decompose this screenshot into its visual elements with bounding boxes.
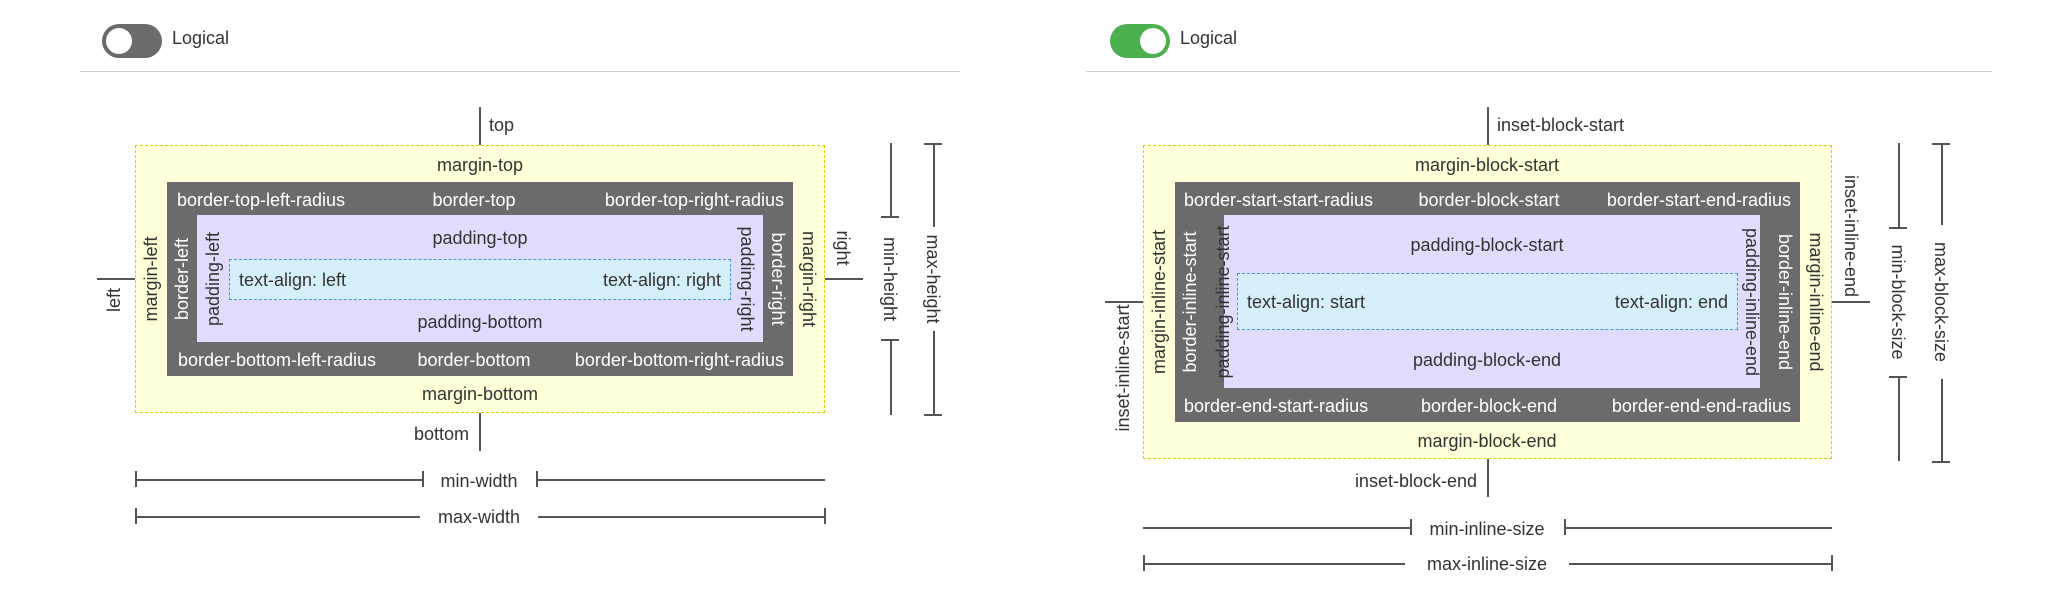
padding-top-label: padding-top <box>432 228 528 248</box>
inset-block-start-label: inset-block-start <box>1497 115 1625 135</box>
min-block-line-top <box>1898 143 1900 227</box>
logical-toggle-switch[interactable] <box>1110 24 1170 58</box>
min-width-label: min-width <box>440 471 518 491</box>
min-height-line-bottom <box>890 339 892 415</box>
max-width-line-left <box>135 516 420 518</box>
logical-toggle-label: Logical <box>1180 28 1238 48</box>
padding-bottom-label: padding-bottom <box>417 312 543 332</box>
border-inline-end-label: border-inline-end <box>1775 233 1795 371</box>
left-inset-line <box>97 278 135 280</box>
border-top-left-radius-label: border-top-left-radius <box>176 190 346 210</box>
border-block-end-label: border-block-end <box>1420 396 1558 416</box>
logical-toggle-label: Logical <box>172 28 230 48</box>
border-end-start-radius-label: border-end-start-radius <box>1184 396 1369 416</box>
inset-inline-end-label: inset-inline-end <box>1841 174 1861 298</box>
border-start-start-radius-label: border-start-start-radius <box>1184 190 1374 210</box>
border-start-end-radius-label: border-start-end-radius <box>1606 190 1791 210</box>
content-text-end-label: text-align: end <box>1614 292 1728 312</box>
top-inset-label: top <box>489 115 515 135</box>
content-text-end-label: text-align: right <box>602 270 721 290</box>
border-block-start-label: border-block-start <box>1418 190 1560 210</box>
min-block-size-label: min-block-size <box>1888 244 1908 360</box>
inset-inline-start-label: inset-inline-start <box>1113 304 1133 432</box>
content-text-start-label: text-align: left <box>239 270 347 290</box>
content-area <box>1237 273 1738 330</box>
min-height-line-top <box>890 143 892 216</box>
max-inline-line-right <box>1569 563 1832 565</box>
margin-inline-end-label: margin-inline-end <box>1806 232 1826 372</box>
right-inset-line <box>825 278 863 280</box>
toggle-knob <box>1140 28 1166 54</box>
content-text-start-label: text-align: start <box>1247 292 1366 312</box>
max-inline-line-left <box>1143 563 1405 565</box>
bottom-inset-label: bottom <box>413 424 469 444</box>
max-width-line-right <box>538 516 825 518</box>
min-block-inner-tick-top <box>1889 227 1907 229</box>
toggle-knob <box>106 28 132 54</box>
left-inset-label: left <box>104 287 124 313</box>
min-height-inner-tick-top <box>881 216 899 218</box>
margin-left-label: margin-left <box>141 236 161 322</box>
bottom-inset-line <box>479 413 481 451</box>
min-inline-size-label: min-inline-size <box>1429 519 1545 539</box>
header-divider <box>1086 71 1992 72</box>
max-height-line-bottom <box>933 331 935 415</box>
margin-inline-start-label: margin-inline-start <box>1149 229 1169 375</box>
max-height-end-tick <box>924 414 942 416</box>
padding-block-start-label: padding-block-start <box>1410 235 1564 255</box>
min-width-inner-tick-left <box>422 471 424 487</box>
margin-top-label: margin-top <box>436 155 524 175</box>
min-inline-inner-tick-left <box>1410 519 1412 535</box>
max-block-end-tick <box>1932 461 1950 463</box>
inset-block-start-line <box>1487 107 1489 145</box>
border-top-right-radius-label: border-top-right-radius <box>604 190 784 210</box>
inset-inline-start-line <box>1105 301 1143 303</box>
inset-block-end-label: inset-block-end <box>1354 471 1477 491</box>
border-left-label: border-left <box>172 237 192 321</box>
max-block-size-label: max-block-size <box>1931 241 1951 363</box>
padding-left-label: padding-left <box>203 231 223 327</box>
inset-inline-end-line <box>1832 301 1870 303</box>
top-inset-line <box>479 107 481 145</box>
border-bottom-label: border-bottom <box>417 350 531 370</box>
max-inline-end-tick <box>1831 555 1833 571</box>
border-bottom-left-radius-label: border-bottom-left-radius <box>177 350 377 370</box>
padding-inline-start-label: padding-inline-start <box>1213 225 1233 379</box>
min-block-line-bottom <box>1898 376 1900 461</box>
min-width-line-right <box>536 479 825 481</box>
margin-bottom-label: margin-bottom <box>421 384 539 404</box>
padding-inline-end-label: padding-inline-end <box>1742 227 1762 377</box>
min-height-label: min-height <box>880 236 900 322</box>
max-inline-size-label: max-inline-size <box>1426 554 1548 574</box>
max-width-end-tick <box>824 508 826 524</box>
padding-block-end-label: padding-block-end <box>1412 350 1562 370</box>
margin-block-start-label: margin-block-start <box>1414 155 1560 175</box>
max-width-label: max-width <box>437 507 521 527</box>
border-end-end-radius-label: border-end-end-radius <box>1611 396 1791 416</box>
max-height-line-top <box>933 143 935 227</box>
min-inline-line-left <box>1143 527 1410 529</box>
border-inline-start-label: border-inline-start <box>1180 231 1200 373</box>
logical-toggle-switch[interactable] <box>102 24 162 58</box>
max-height-label: max-height <box>923 234 943 324</box>
physical-properties-panel: Logical margin-top margin-bottom margin-… <box>80 24 960 527</box>
min-width-line-left <box>135 479 423 481</box>
logical-properties-panel: Logical margin-block-start margin-block-… <box>1024 0 2048 614</box>
border-top-label: border-top <box>432 190 516 210</box>
min-inline-line-right <box>1564 527 1832 529</box>
max-block-line-bottom <box>1941 379 1943 461</box>
content-area <box>229 259 731 300</box>
max-block-line-top <box>1941 143 1943 225</box>
margin-block-end-label: margin-block-end <box>1417 431 1557 451</box>
padding-right-label: padding-right <box>737 226 757 332</box>
border-bottom-right-radius-label: border-bottom-right-radius <box>574 350 784 370</box>
inset-block-end-line <box>1487 459 1489 497</box>
border-right-label: border-right <box>768 232 788 326</box>
margin-right-label: margin-right <box>799 230 819 328</box>
header-divider <box>80 71 960 72</box>
right-inset-label: right <box>833 230 853 266</box>
